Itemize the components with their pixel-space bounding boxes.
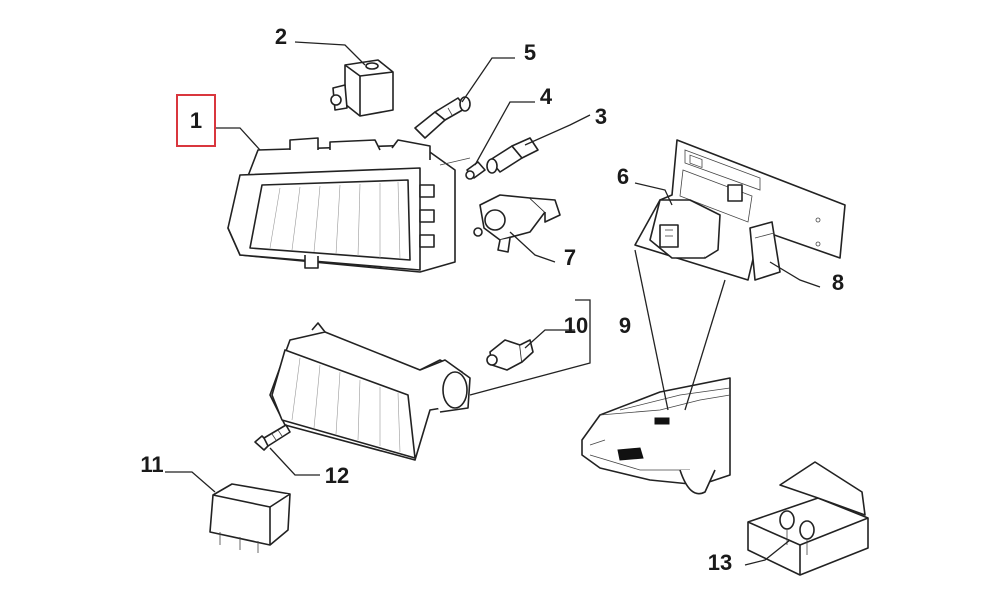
part-7-socket[interactable] bbox=[473, 194, 561, 253]
callout-4[interactable]: 4 bbox=[540, 84, 553, 109]
leader-lines bbox=[165, 41, 821, 566]
callout-13[interactable]: 13 bbox=[708, 550, 732, 575]
callout-8[interactable]: 8 bbox=[832, 270, 844, 295]
car-front-illustration bbox=[581, 377, 731, 495]
part-9-fog-lamp[interactable] bbox=[269, 322, 471, 461]
part-5-bulb[interactable] bbox=[414, 96, 471, 139]
part-13-bulb-kit-box[interactable] bbox=[747, 461, 869, 576]
callout-1[interactable]: 1 bbox=[190, 108, 202, 133]
part-3-bulb-holder[interactable] bbox=[486, 137, 539, 174]
part-6-switch[interactable] bbox=[649, 199, 721, 259]
part-11-relay[interactable] bbox=[209, 483, 291, 553]
part-1-headlamp[interactable] bbox=[227, 137, 471, 273]
callout-6[interactable]: 6 bbox=[617, 164, 629, 189]
callout-11[interactable]: 11 bbox=[140, 452, 163, 477]
callout-9[interactable]: 9 bbox=[619, 313, 631, 338]
callout-5[interactable]: 5 bbox=[524, 40, 536, 65]
part-2-adjuster-motor[interactable] bbox=[330, 59, 394, 117]
callout-7[interactable]: 7 bbox=[564, 245, 576, 270]
part-8-cover[interactable] bbox=[749, 221, 781, 281]
part-12-screw[interactable] bbox=[254, 424, 291, 451]
callout-10[interactable]: 10 bbox=[564, 313, 588, 338]
part-4-small-bulb[interactable] bbox=[465, 161, 486, 180]
callout-3[interactable]: 3 bbox=[595, 104, 607, 129]
part-10-fog-bulb[interactable] bbox=[486, 339, 534, 371]
callout-12[interactable]: 12 bbox=[325, 463, 349, 488]
callout-2[interactable]: 2 bbox=[275, 24, 287, 49]
callout-1-highlight-box bbox=[176, 94, 216, 147]
